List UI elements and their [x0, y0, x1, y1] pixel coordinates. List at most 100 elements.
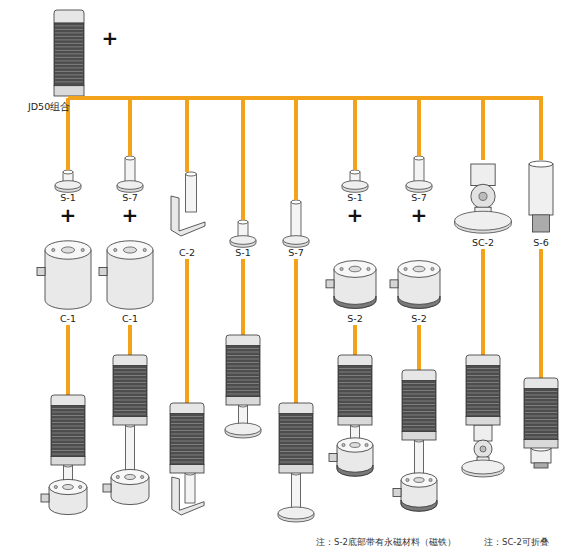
pole-top: [291, 200, 301, 204]
screw-hole: [367, 267, 370, 270]
part-node: C-1: [42, 228, 94, 325]
lamp-body: [402, 381, 436, 432]
bus-connector: [68, 98, 419, 156]
lamp-ring: [171, 416, 203, 417]
lamp-ring: [52, 450, 84, 451]
lamp-collar: [524, 440, 558, 448]
plus-sign: +: [122, 205, 139, 225]
plus-sign: +: [60, 205, 77, 225]
lamp-ring: [467, 389, 499, 390]
lamp-ring: [55, 46, 83, 47]
part-node: S-6: [515, 160, 567, 249]
lamp-ring: [55, 43, 83, 44]
spigot-top: [529, 161, 553, 167]
cable-gland: [393, 488, 401, 496]
lamp-ring: [339, 382, 371, 383]
flange-top: [455, 211, 512, 230]
part-caption: S-1: [207, 247, 279, 259]
base-top: [111, 469, 149, 484]
lamp-ring: [55, 71, 83, 72]
connectors: [68, 98, 541, 220]
magnet-plate: [334, 296, 376, 308]
flange-top: [117, 181, 143, 190]
lamp-ring: [55, 74, 83, 75]
thread-line: [533, 223, 550, 224]
lamp-ring: [280, 434, 312, 435]
lamp-ring: [114, 386, 146, 387]
part-caption: S-7: [260, 247, 332, 259]
cable-gland: [41, 494, 49, 502]
base-center: [125, 474, 136, 479]
flange-top: [225, 423, 261, 435]
lamp-ring: [339, 389, 371, 390]
l-bracket: [172, 477, 204, 515]
cable-gland: [37, 268, 45, 276]
lamp-collar: [226, 397, 260, 405]
lamp-ring: [280, 420, 312, 421]
lamp-ring: [525, 391, 557, 392]
lamp-ring: [114, 407, 146, 408]
lamp-ring: [525, 409, 557, 410]
hinge-pin: [480, 446, 486, 452]
flange-top: [55, 181, 81, 190]
lamp-ring: [171, 451, 203, 452]
assembled-light: [524, 378, 558, 468]
part-caption: S-7: [383, 192, 455, 204]
cable-gland: [390, 280, 398, 288]
hinge: [474, 440, 492, 458]
lamp-ring: [525, 423, 557, 424]
lamp-ring: [52, 412, 84, 413]
drop-line: [128, 325, 132, 355]
flange-top: [230, 236, 256, 245]
lamp-ring: [467, 400, 499, 401]
lamp-ring: [227, 383, 259, 384]
lamp-ring: [339, 410, 371, 411]
lamp-body: [466, 366, 500, 417]
lamp-ring: [403, 422, 435, 423]
part-node: SC-2: [457, 160, 509, 249]
lamp-ring: [280, 430, 312, 431]
part-caption: S-1: [32, 192, 104, 204]
lamp-ring: [467, 379, 499, 380]
screw-hole: [429, 478, 432, 481]
flange-top: [462, 460, 504, 474]
lamp-ring: [525, 398, 557, 399]
part-node: S-7: [393, 156, 445, 204]
lamp-ring: [114, 393, 146, 394]
lamp-ring: [52, 454, 84, 455]
flange-top: [283, 236, 309, 245]
part-drawing: [37, 241, 91, 309]
screw-hole: [116, 475, 119, 478]
screw-hole: [406, 478, 409, 481]
lamp-ring: [403, 401, 435, 402]
lamp-ring: [227, 373, 259, 374]
lamp-ring: [467, 393, 499, 394]
lamp-ring: [403, 387, 435, 388]
part-caption: S-1: [319, 192, 391, 204]
part-drawings: [37, 10, 553, 309]
screw-hole: [143, 248, 146, 251]
part-drawing: [99, 241, 153, 309]
lamp-ring: [339, 407, 371, 408]
cable-gland: [326, 280, 334, 288]
part-node: S-1: [42, 170, 94, 204]
lamp-collar: [113, 417, 147, 425]
part-drawing: [283, 200, 309, 247]
thread-line: [533, 225, 550, 226]
lamp-ring: [52, 436, 84, 437]
assembled-light: [278, 403, 314, 522]
assembled-light: [170, 403, 204, 515]
lamp-ring: [52, 419, 84, 420]
lamp-ring: [280, 437, 312, 438]
lamp-collar: [466, 417, 500, 425]
base-center: [123, 247, 136, 253]
lamp-ring: [55, 32, 83, 33]
lamp-ring: [171, 458, 203, 459]
base-center: [349, 266, 361, 272]
lamp-ring: [525, 433, 557, 434]
lamp-ring: [171, 420, 203, 421]
lamp-ring: [171, 441, 203, 442]
lamp-ring: [525, 426, 557, 427]
lamp-ring: [403, 415, 435, 416]
bus-connector: [68, 98, 541, 160]
